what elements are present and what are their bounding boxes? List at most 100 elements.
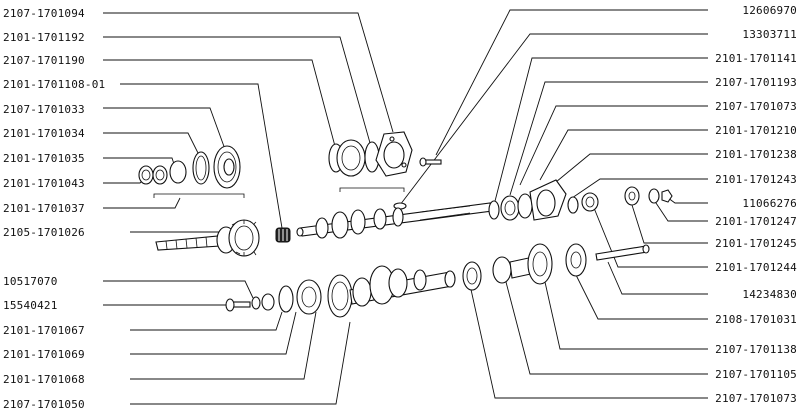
leader-r12 [607,261,708,295]
label-r0: 12606970 [742,4,797,17]
snap-ring-small [169,160,187,184]
leader-r5 [539,129,708,181]
leader-r3 [509,81,708,196]
label-r14: 2107-1701138 [715,343,797,356]
leader-r4 [519,105,708,186]
bushing [624,186,640,206]
bolt-lower [231,301,251,308]
leader-l12 [130,311,283,331]
bearing-lower-right [565,243,587,277]
snap-ring-lower [278,285,294,313]
label-l8: 2101-1701037 [3,202,85,215]
label-r2: 2101-1701141 [715,52,797,65]
reverse-gear-set [492,243,650,285]
rear-bearing [500,195,520,221]
reverse-gear-small [492,256,512,284]
label-r8: 11066276 [742,197,797,210]
input-shaft-gear [228,219,260,257]
oil-seal-small [567,196,579,214]
axle-pin [595,245,648,261]
label-r15: 2107-1701105 [715,368,797,381]
leader-r14 [544,281,708,350]
leader-r9 [653,199,708,222]
counter-bearing [462,261,482,291]
spacer-ring [488,200,500,220]
bracket-upper-group [339,187,405,192]
label-r10: 2101-1701245 [715,237,797,250]
label-r9: 2101-1701247 [715,215,797,228]
label-l14: 2101-1701068 [3,373,85,386]
nut-rear [581,192,599,212]
leader-l0 [103,12,394,133]
label-l0: 2107-1701094 [3,7,85,20]
bearing-plate-set [328,131,442,210]
label-l2: 2107-1701190 [3,54,85,67]
label-l10: 10517070 [3,275,58,288]
small-ring-1 [138,165,154,185]
label-r6: 2101-1701238 [715,148,797,161]
leader-l4 [103,107,227,153]
group-brackets [153,187,405,198]
leader-r11 [593,207,708,268]
label-r12: 14234830 [742,288,797,301]
leader-lines [103,9,708,405]
leader-r0 [435,9,708,156]
washer-lower [251,296,261,310]
counter-shaft [327,261,482,318]
bracket-left-group [153,193,245,198]
leader-r15 [505,281,708,375]
rear-upper-assembly [488,179,599,221]
leader-l15 [130,321,351,405]
labels-right: 12606970 13303711 2101-1701141 2107-1701… [715,4,797,405]
leader-l3 [120,83,283,229]
input-shaft-splines [155,235,221,251]
label-l5: 2101-1701034 [3,127,85,140]
leader-r7 [571,178,708,199]
labels-left: 2107-1701094 2101-1701192 2107-1701190 2… [3,7,105,411]
leader-l8 [103,197,181,209]
leader-r10 [631,204,708,244]
label-r13: 2108-1701031 [715,313,797,326]
leader-l5 [103,132,200,156]
bearing-lower-left [296,279,322,315]
label-r1: 13303711 [742,28,797,41]
leader-l10 [103,280,254,299]
label-r4: 2107-1701073 [715,100,797,113]
leader-r13 [575,274,708,320]
reverse-gear-large [527,243,553,285]
leader-r6 [555,153,708,183]
lower-left-parts [225,279,322,315]
small-ring-2 [152,165,168,185]
washer-right [648,188,660,204]
label-l11: 15540421 [3,299,58,312]
label-l4: 2107-1701033 [3,103,85,116]
needle-bearing [275,227,291,243]
label-l3: 2101-1701108-01 [3,78,105,91]
input-shaft [155,219,260,257]
label-r3: 2107-1701193 [715,76,797,89]
bearing-set-left [138,145,241,189]
leader-r2 [493,57,708,206]
nut-right [661,189,673,203]
label-r16: 2107-1701073 [715,392,797,405]
label-r5: 2101-1701210 [715,124,797,137]
leader-r1 [399,33,708,206]
bearing-upper [336,139,366,177]
label-l1: 2101-1701192 [3,31,85,44]
leader-l2 [103,59,337,151]
label-l6: 2101-1701035 [3,152,85,165]
leader-l13 [130,311,297,355]
label-r7: 2101-1701243 [715,173,797,186]
main-shaft-gear-2 [350,209,366,235]
label-r11: 2101-1701244 [715,261,797,274]
leader-l14 [130,311,317,380]
label-l7: 2101-1701043 [3,177,85,190]
main-shaft-gear-1 [331,211,349,239]
main-shaft [296,202,493,239]
snap-ring-large [192,151,210,185]
label-l9: 2105-1701026 [3,226,85,239]
leader-r16 [469,284,708,399]
leader-l1 [103,36,373,151]
label-l15: 2107-1701050 [3,398,85,411]
